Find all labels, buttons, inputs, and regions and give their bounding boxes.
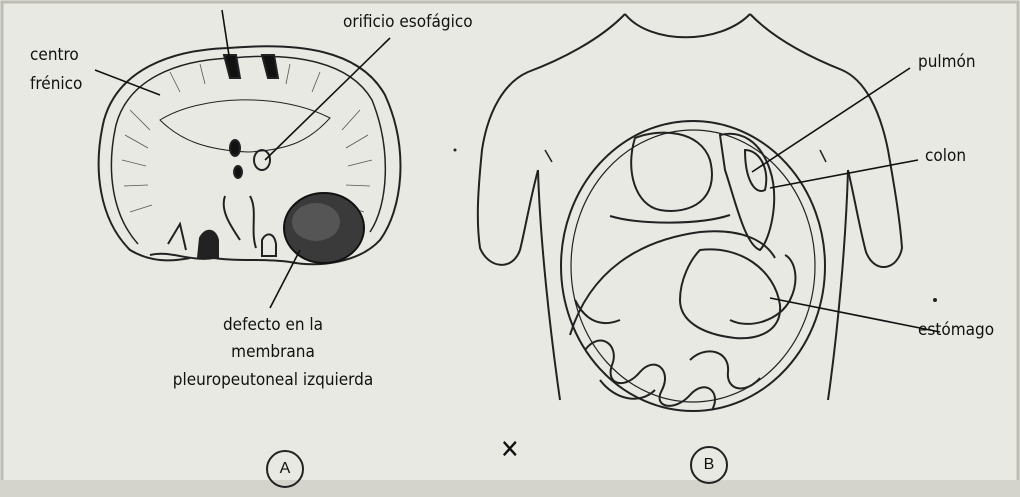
label-centro: centro xyxy=(30,45,79,65)
defect-highlight xyxy=(292,203,340,241)
cross-mark: ✕ xyxy=(500,440,520,460)
label-estomago: estómago xyxy=(918,320,994,340)
label-membrana: membrana xyxy=(178,342,368,362)
bottom-strip xyxy=(0,480,1020,497)
label-pleuroperitoneal: pleuropeutoneal izquierda xyxy=(128,370,418,390)
label-pulmon: pulmón xyxy=(918,52,976,72)
panel-b-marker: B xyxy=(690,446,728,484)
panel-a-marker: A xyxy=(266,450,304,488)
label-orificio-esofagico: orificio esofágico xyxy=(343,12,473,32)
label-colon: colon xyxy=(925,146,966,166)
label-defecto: defecto en la xyxy=(178,315,368,335)
label-frenico: frénico xyxy=(30,74,82,94)
